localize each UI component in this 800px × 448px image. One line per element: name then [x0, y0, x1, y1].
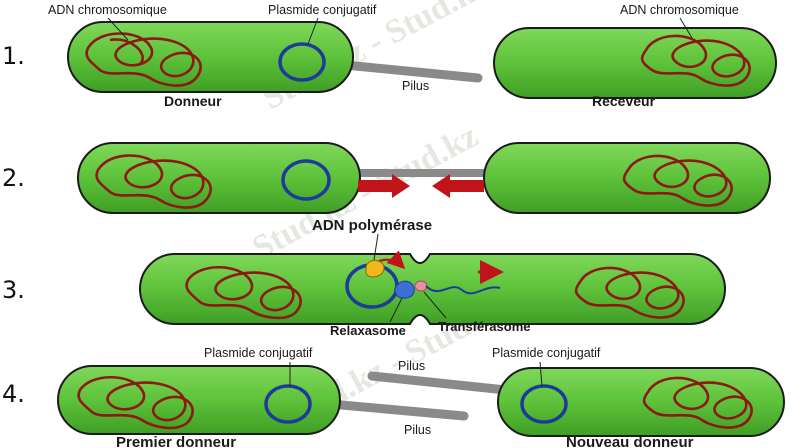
label-plasmide-conjugatif-4-right: Plasmide conjugatif — [492, 346, 601, 360]
transferasome-icon — [414, 280, 428, 292]
step-4-group: Plasmide conjugatif Plasmide conjugatif … — [57, 346, 785, 448]
pilus-step2 — [350, 169, 490, 177]
label-donneur: Donneur — [164, 93, 222, 109]
label-pilus-step4-bottom: Pilus — [404, 423, 431, 437]
label-adn-polymerase: ADN polymérase — [312, 217, 432, 234]
plasmid-new-donor-step4 — [520, 384, 568, 424]
plasmid-donor-step1 — [278, 42, 326, 82]
chromosomal-dna-donor-step3 — [185, 266, 302, 320]
single-strand-dna-step3 — [425, 285, 501, 295]
leader-plasmide-top — [307, 17, 319, 45]
label-adn-chromosomique-left: ADN chromosomique — [48, 3, 167, 17]
donor-cell-step2 — [77, 142, 361, 214]
leader-adn-chromosomique-left — [107, 17, 129, 41]
chromosomal-dna-donor-step2 — [95, 154, 212, 209]
label-plasmide-conjugatif-top: Plasmide conjugatif — [268, 3, 377, 17]
plasmid-donor-step2 — [281, 159, 331, 201]
leader-plasmide-4-right — [539, 361, 543, 387]
step-number-4: 4. — [2, 380, 25, 408]
arrow-left-step2 — [432, 174, 484, 198]
label-relaxasome: Relaxasome — [330, 323, 406, 338]
step-number-2: 2. — [2, 164, 25, 192]
relaxasome-icon — [394, 280, 415, 299]
chromosomal-dna-recipient-step1 — [640, 34, 751, 87]
recipient-cell-step1 — [493, 27, 777, 99]
step-2-group — [77, 142, 771, 214]
chromosomal-dna-donor-step1 — [85, 32, 202, 87]
first-donor-cell-step4 — [57, 365, 341, 435]
leader-relaxasome — [389, 297, 403, 323]
pilus-step4-bottom — [325, 399, 469, 421]
chromosomal-dna-recipient-step2 — [622, 154, 733, 207]
pilus-step4-top — [367, 371, 511, 395]
leader-adn-polymerase — [373, 233, 379, 261]
label-plasmide-conjugatif-4-left: Plasmide conjugatif — [204, 346, 313, 360]
label-pilus-step1: Pilus — [402, 79, 429, 93]
label-pilus-step4-top: Pilus — [398, 359, 425, 373]
arrow-right-step2 — [358, 174, 410, 198]
step-number-3: 3. — [2, 276, 25, 304]
polymerase-icon — [365, 260, 385, 278]
chromosomal-dna-recipient-step3 — [574, 266, 685, 319]
plasmid-first-donor-step4 — [264, 384, 312, 424]
fused-cells-step3 — [139, 253, 726, 325]
leader-adn-chromosomique-right — [679, 17, 693, 39]
chromosomal-dna-new-donor-step4 — [642, 376, 753, 429]
donor-cell-step1 — [67, 21, 354, 93]
label-receveur: Receveur — [592, 93, 656, 109]
label-premier-donneur: Premier donneur — [116, 434, 236, 448]
chromosomal-dna-first-donor-step4 — [77, 376, 194, 430]
pilus-step1 — [340, 60, 483, 83]
label-nouveau-donneur: Nouveau donneur — [566, 434, 694, 448]
label-adn-chromosomique-right: ADN chromosomique — [620, 3, 739, 17]
step-1-group: ADN chromosomique Plasmide conjugatif AD… — [48, 3, 777, 109]
new-donor-cell-step4 — [497, 367, 785, 437]
step-3-group: ADN polymérase Relaxasome Transférasome — [139, 217, 726, 338]
label-transferasome: Transférasome — [438, 319, 531, 334]
step-number-1: 1. — [2, 42, 25, 70]
leader-transferasome — [423, 291, 447, 319]
